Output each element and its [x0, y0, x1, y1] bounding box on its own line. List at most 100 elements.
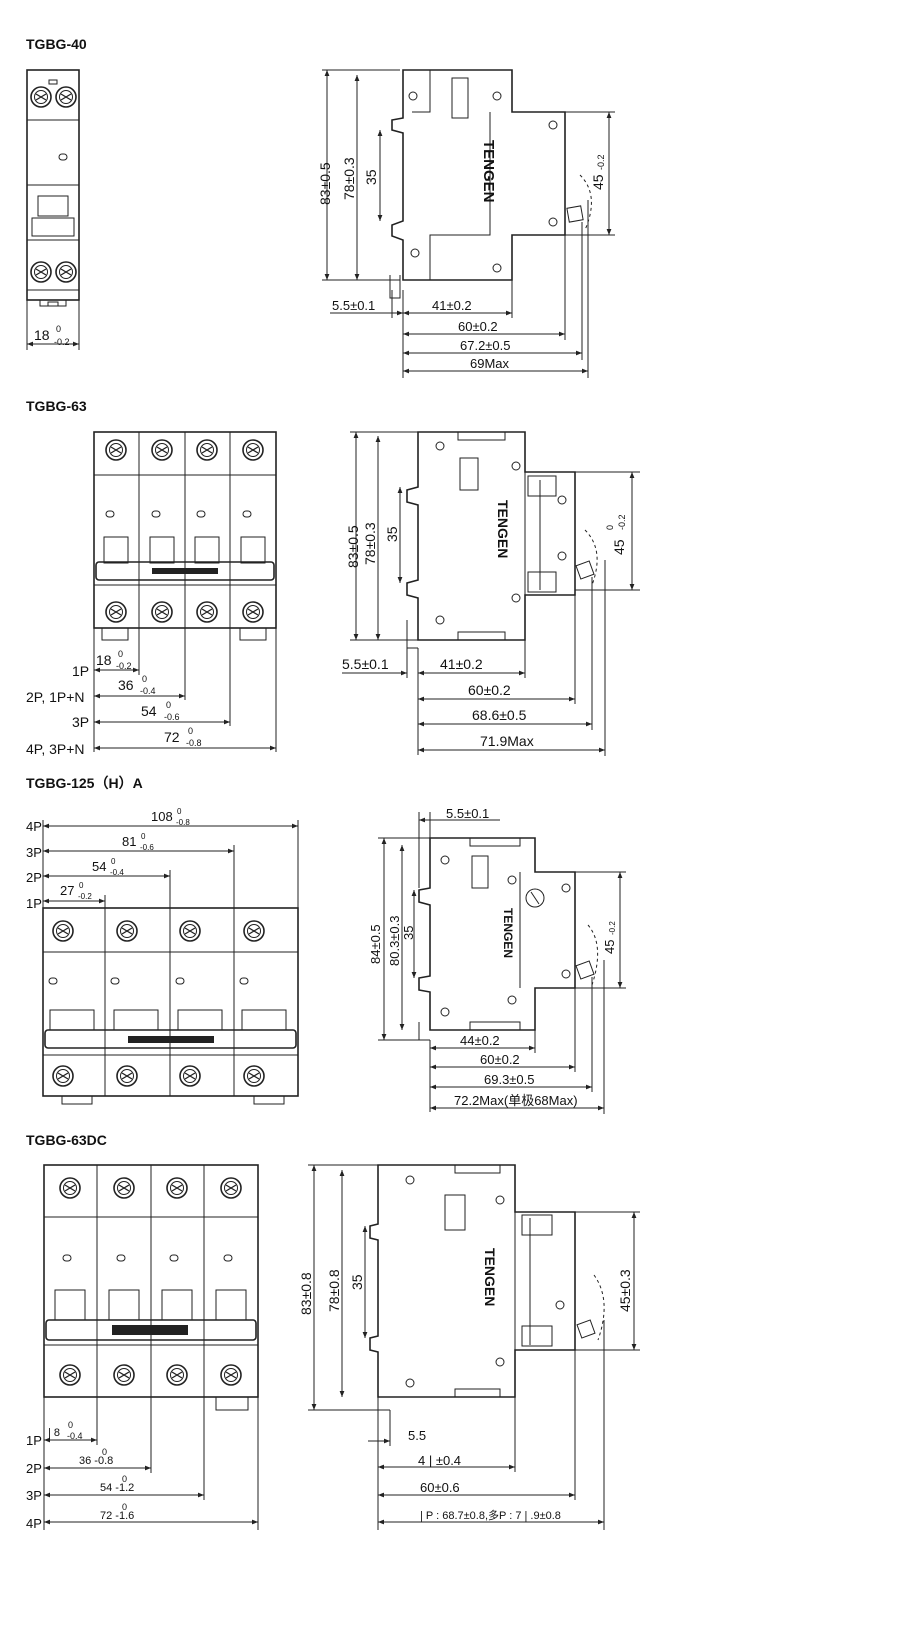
tgbg-63-label-1p: 1P — [72, 663, 89, 679]
tgbg-125-height-45-sub: -0.2 — [608, 921, 617, 935]
tgbg-63dc-width-18-sub: -0.4 — [67, 1431, 83, 1441]
tgbg-63dc-brand-logo: TENGEN — [482, 1248, 498, 1306]
tgbg-125-width-108-sub: -0.8 — [176, 818, 190, 827]
tgbg-125-width-54-sup: 0 — [111, 857, 116, 866]
tgbg-63-side-view: TENGEN — [406, 431, 598, 649]
tgbg-63dc-width-36: 36 -0.8 — [79, 1455, 113, 1467]
tgbg-125-width-72-2: 72.2Max(单极68Max) — [454, 1093, 578, 1108]
tgbg-125-label-4p: 4P — [26, 819, 42, 834]
tgbg-63dc-label-1p: 1P — [26, 1433, 42, 1448]
tgbg-125-width-27: 27 — [60, 883, 74, 898]
tgbg-63-width-54: 54 — [141, 703, 157, 719]
tgbg-63dc-width-18: | 8 — [48, 1427, 60, 1439]
tgbg-40-dimensions: 83±0.5 78±0.3 35 45 -0.2 5.5±0.1 41±0.2 … — [317, 69, 615, 378]
tgbg-63dc-height-35: 35 — [349, 1274, 365, 1290]
tgbg-40-height-45: 45 — [590, 174, 606, 190]
tgbg-63-dimensions: 83±0.5 78±0.3 35 45 0 -0.2 5.5±0.1 41±0.… — [342, 431, 640, 756]
tgbg-125-width-54-sub: -0.4 — [110, 868, 124, 877]
tgbg-63-width-54-sub: -0.6 — [164, 712, 180, 722]
tgbg-63dc-width-dimensions: 1P | 8 0 -0.4 2P 36 -0.8 0 3P 54 -1.2 0 … — [26, 1397, 259, 1531]
tgbg-63-width-dimensions: 1P 18 0 -0.2 2P, 1P+N 36 0 -0.4 3P 54 0 … — [26, 628, 277, 757]
tgbg-63-height-78: 78±0.3 — [362, 522, 378, 565]
tgbg-63dc-width-41: 4 | ±0.4 — [418, 1453, 461, 1468]
tgbg-125-width-dimensions: 4P 108 0 -0.8 3P 81 0 -0.6 2P 54 0 -0.4 … — [26, 807, 299, 911]
tgbg-63dc-width-36-sup: 0 — [102, 1447, 107, 1457]
tgbg-40-side-view: TENGEN — [389, 69, 592, 299]
tgbg-125-height-45: 45 — [602, 940, 617, 954]
tgbg-63-label-3p: 3P — [72, 714, 89, 730]
tgbg-63-brand-logo: TENGEN — [495, 500, 511, 558]
tgbg-63-height-35: 35 — [384, 526, 400, 542]
tgbg-125-width-60: 60±0.2 — [480, 1052, 520, 1067]
tgbg-125-width-81: 81 — [122, 834, 136, 849]
tgbg-63-width-72: 72 — [164, 729, 180, 745]
tgbg-63-height-45: 45 — [611, 539, 627, 555]
tgbg-63-width-36: 36 — [118, 677, 134, 693]
tgbg-63-width-18: 18 — [96, 652, 112, 668]
tgbg-125-width-27-sub: -0.2 — [78, 892, 92, 901]
tgbg-63-height-45-sub: -0.2 — [617, 514, 627, 530]
tgbg-63dc-label-4p: 4P — [26, 1516, 42, 1531]
tgbg-63dc-side-view: TENGEN — [369, 1164, 605, 1411]
tgbg-125-width-27-sup: 0 — [79, 881, 84, 890]
tgbg-63-label-4p: 4P, 3P+N — [26, 741, 85, 757]
tgbg-63-width-72-sup: 0 — [188, 726, 193, 736]
tgbg-63dc-width-72: 72 -1.6 — [100, 1510, 134, 1522]
tgbg-63-height-45-sup: 0 — [605, 525, 615, 530]
tgbg-63dc-width-54-sup: 0 — [122, 1474, 127, 1484]
tgbg-125-width-54: 54 — [92, 859, 106, 874]
tgbg-125-height-84: 84±0.5 — [368, 924, 383, 964]
tgbg-63-width-68-6: 68.6±0.5 — [472, 707, 527, 723]
tgbg-63-width-18-sup: 0 — [118, 649, 123, 659]
tgbg-125-label-1p: 1P — [26, 896, 42, 911]
tgbg-40-width-41: 41±0.2 — [432, 298, 472, 313]
tgbg-63dc-width-54: 54 -1.2 — [100, 1482, 134, 1494]
tgbg-40-width-5-5: 5.5±0.1 — [332, 298, 375, 313]
tgbg-63dc-front-view — [43, 1164, 259, 1411]
tgbg-125-front-view — [42, 907, 299, 1105]
tgbg-40-height-35: 35 — [363, 169, 379, 185]
tgbg-125-height-80-3: 80.3±0.3 — [387, 915, 402, 966]
tgbg-63dc-width-overall: | P : 68.7±0.8,多P : 7 | .9±0.8 — [420, 1508, 561, 1522]
section-title-tgbg-40: TGBG-40 — [26, 36, 87, 52]
tgbg-125-width-44: 44±0.2 — [460, 1033, 500, 1048]
tgbg-63dc-width-18-sup: 0 — [68, 1420, 73, 1430]
tgbg-40-width-69: 69Max — [470, 356, 510, 371]
tgbg-125-width-108-sup: 0 — [177, 807, 182, 816]
tgbg-63-width-36-sub: -0.4 — [140, 686, 156, 696]
tgbg-40-front-view — [26, 69, 80, 307]
tgbg-63-width-18-sub: -0.2 — [116, 661, 132, 671]
tgbg-40-height-83: 83±0.5 — [317, 162, 333, 205]
tgbg-40-width-60: 60±0.2 — [458, 319, 498, 334]
section-title-tgbg-63dc: TGBG-63DC — [26, 1132, 107, 1148]
tgbg-40-height-78: 78±0.3 — [341, 157, 357, 200]
tgbg-63-width-72-sub: -0.8 — [186, 738, 202, 748]
tgbg-63dc-dimensions: 83±0.8 78±0.8 35 45±0.3 5.5 4 | ±0.4 60±… — [298, 1164, 640, 1530]
tgbg-63-width-60: 60±0.2 — [468, 682, 511, 698]
tgbg-63-label-2p: 2P, 1P+N — [26, 689, 85, 705]
tgbg-63-width-36-sup: 0 — [142, 674, 147, 684]
section-title-tgbg-63: TGBG-63 — [26, 398, 87, 414]
tgbg-63dc-label-2p: 2P — [26, 1461, 42, 1476]
tgbg-125-width-69-3: 69.3±0.5 — [484, 1072, 535, 1087]
tgbg-125-dimensions: 5.5±0.1 84±0.5 80.3±0.3 35 45 -0.2 44±0.… — [368, 806, 626, 1114]
tgbg-40-height-45-sub: -0.2 — [596, 154, 606, 170]
tgbg-63dc-label-3p: 3P — [26, 1488, 42, 1503]
tgbg-125-brand-logo: TENGEN — [501, 908, 515, 958]
tgbg-63-height-83: 83±0.5 — [345, 525, 361, 568]
tgbg-40-width-sub: -0.2 — [54, 337, 70, 347]
tgbg-63dc-width-60: 60±0.6 — [420, 1480, 460, 1495]
tgbg-63-front-view — [93, 431, 277, 641]
tgbg-63dc-height-78: 78±0.8 — [326, 1269, 342, 1312]
section-title-tgbg-125: TGBG-125（H）A — [26, 775, 143, 791]
tgbg-40-brand-logo: TENGEN — [480, 140, 497, 203]
tgbg-63dc-height-83: 83±0.8 — [298, 1272, 314, 1315]
tgbg-125-height-35: 35 — [401, 926, 416, 940]
tgbg-63-width-54-sup: 0 — [166, 700, 171, 710]
tgbg-125-width-81-sup: 0 — [141, 832, 146, 841]
tgbg-125-width-81-sub: -0.6 — [140, 843, 154, 852]
tgbg-63dc-height-45: 45±0.3 — [617, 1269, 633, 1312]
tgbg-125-width-108: 108 — [151, 809, 173, 824]
tgbg-63dc-width-72-sup: 0 — [122, 1502, 127, 1512]
